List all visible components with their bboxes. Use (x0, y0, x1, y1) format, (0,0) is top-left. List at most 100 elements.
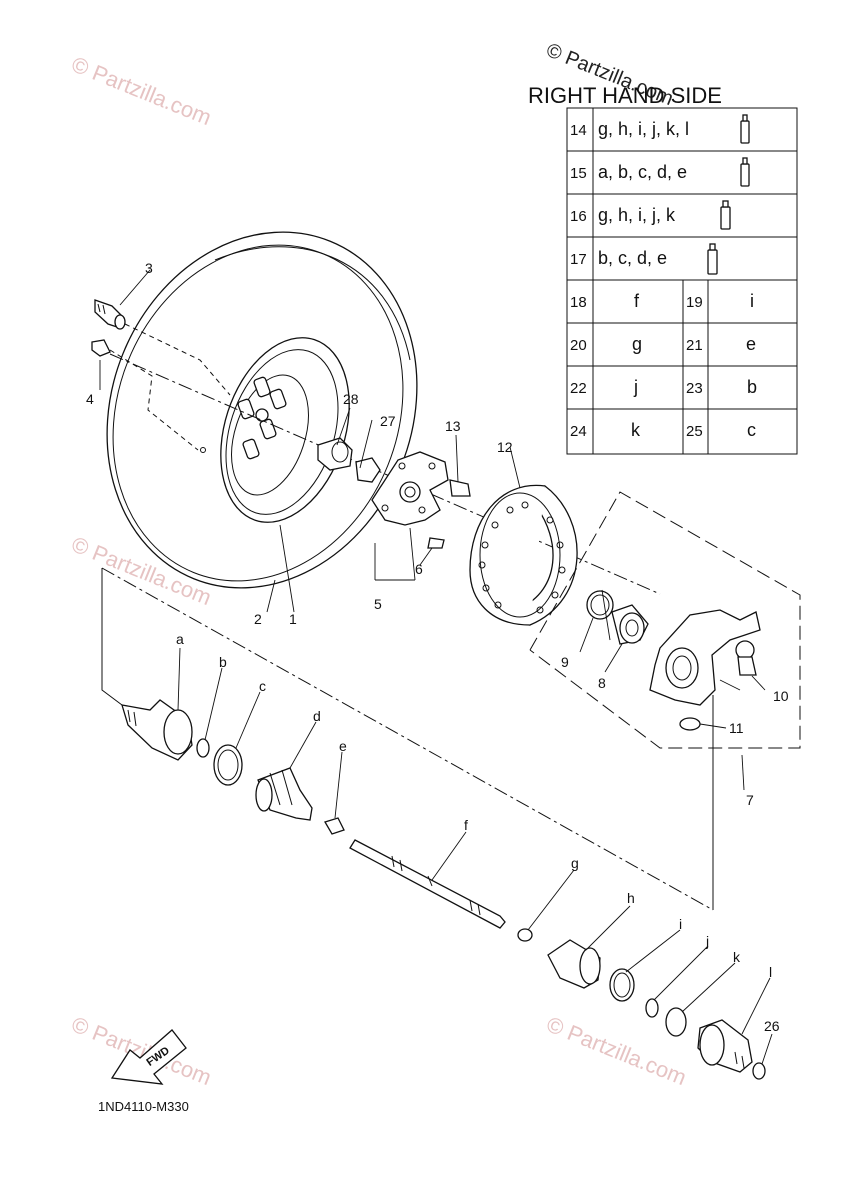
row-items: g, h, i, j, k, l (598, 119, 689, 139)
callout-l: l (769, 964, 772, 980)
hub-stud (427, 537, 445, 549)
drive-shaft (349, 839, 506, 929)
callout-g: g (571, 855, 579, 871)
callout-10: 10 (773, 688, 789, 704)
row-number: 14 (570, 122, 587, 139)
circlip-j (645, 998, 659, 1018)
shaft-axis (101, 567, 714, 911)
row-number: 15 (570, 165, 587, 182)
row-items: g, h, i, j, k (598, 205, 676, 225)
callout-3: 3 (145, 260, 153, 276)
row-letter: f (634, 291, 640, 311)
valve-cap (91, 339, 111, 357)
oring-k (665, 1007, 687, 1037)
callout-8: 8 (598, 675, 606, 691)
callout-i: i (679, 916, 682, 932)
callout-e: e (339, 738, 347, 754)
callout-13: 13 (445, 418, 461, 434)
row-number: 16 (570, 208, 587, 225)
row-letter: i (750, 291, 754, 311)
table-row: 15 a, b, c, d, e (570, 157, 750, 187)
boot-d (255, 767, 313, 821)
callout-k: k (733, 949, 741, 965)
table-row: 22 j 23 b (570, 377, 757, 397)
disc-bolt (449, 479, 471, 497)
row-number: 22 (570, 380, 587, 397)
table-row: 14 g, h, i, j, k, l (570, 114, 750, 144)
diagram-code: 1ND4110-M330 (98, 1099, 189, 1114)
callout-c: c (259, 678, 266, 694)
grease-tube-icon (740, 157, 750, 187)
row-items: a, b, c, d, e (598, 162, 687, 182)
row-letter: g (632, 334, 642, 354)
table-row: 18 f 19 i (570, 291, 754, 311)
row-number: 20 (570, 337, 587, 354)
callout-h: h (627, 890, 635, 906)
callout-b: b (219, 654, 227, 670)
callout-6: 6 (415, 561, 423, 577)
table-row: 16 g, h, i, j, k (570, 200, 731, 230)
row-letter: b (747, 377, 757, 397)
row-letter: j (633, 377, 638, 397)
wheel-hub-nut (317, 437, 353, 471)
watermarks: © Partzilla.com © Partzilla.com © Partzi… (68, 39, 690, 1090)
knuckle-group-outline (529, 491, 801, 749)
grease-tube-icon (720, 200, 731, 230)
table-row: 24 k 25 c (570, 420, 756, 440)
callout-27: 27 (380, 413, 396, 429)
callout-d: d (313, 708, 321, 724)
row-items: b, c, d, e (598, 248, 667, 268)
row-number: 23 (686, 380, 703, 397)
boot-band-c (213, 744, 243, 786)
circlip (586, 590, 614, 620)
callout-28: 28 (343, 391, 359, 407)
callout-7: 7 (746, 792, 754, 808)
table-row: 20 g 21 e (570, 334, 756, 354)
leader-cap (109, 349, 199, 451)
row-letter: c (747, 420, 756, 440)
bracket-left (101, 568, 123, 706)
steering-knuckle (649, 609, 761, 706)
snap-ring (679, 717, 701, 731)
callout-1: 1 (289, 611, 297, 627)
table-row: 17 b, c, d, e (570, 243, 718, 275)
front-hub (371, 451, 449, 526)
callout-9: 9 (561, 654, 569, 670)
callout-12: 12 (497, 439, 513, 455)
row-number: 21 (686, 337, 703, 354)
row-number: 24 (570, 423, 587, 440)
row-number: 17 (570, 251, 587, 268)
row-number: 18 (570, 294, 587, 311)
leader-valve (124, 323, 231, 396)
bearing (611, 604, 649, 645)
circlip-b (196, 738, 210, 758)
table-heading: RIGHT HAND SIDE (528, 83, 722, 108)
spec-table: RIGHT HAND SIDE 14 g, h, i, j, k, l 15 a… (528, 83, 798, 455)
callout-11: 11 (729, 720, 744, 736)
boot-band-g (517, 928, 533, 942)
row-number: 25 (686, 423, 703, 440)
cv-joint-inner (697, 1019, 753, 1073)
collar (355, 457, 381, 483)
brake-disc (469, 484, 578, 626)
grease-tube-icon (707, 243, 718, 275)
boot-band-i (609, 968, 635, 1002)
cv-joint-outer (121, 699, 193, 761)
valve-stem (94, 299, 126, 330)
callout-j: j (705, 933, 709, 949)
boot-band-e (324, 817, 345, 835)
circlip-26 (752, 1062, 766, 1080)
tire-assembly (106, 231, 418, 589)
callout-f: f (464, 817, 468, 833)
callout-26: 26 (764, 1018, 780, 1034)
callout-2: 2 (254, 611, 262, 627)
row-letter: e (746, 334, 756, 354)
grease-tube-icon (740, 114, 750, 144)
row-letter: k (631, 420, 641, 440)
boot-h (547, 939, 601, 989)
callout-a: a (176, 631, 184, 647)
ball-joint (735, 640, 757, 676)
watermark: © Partzilla.com (68, 51, 215, 130)
callout-4: 4 (86, 391, 94, 407)
